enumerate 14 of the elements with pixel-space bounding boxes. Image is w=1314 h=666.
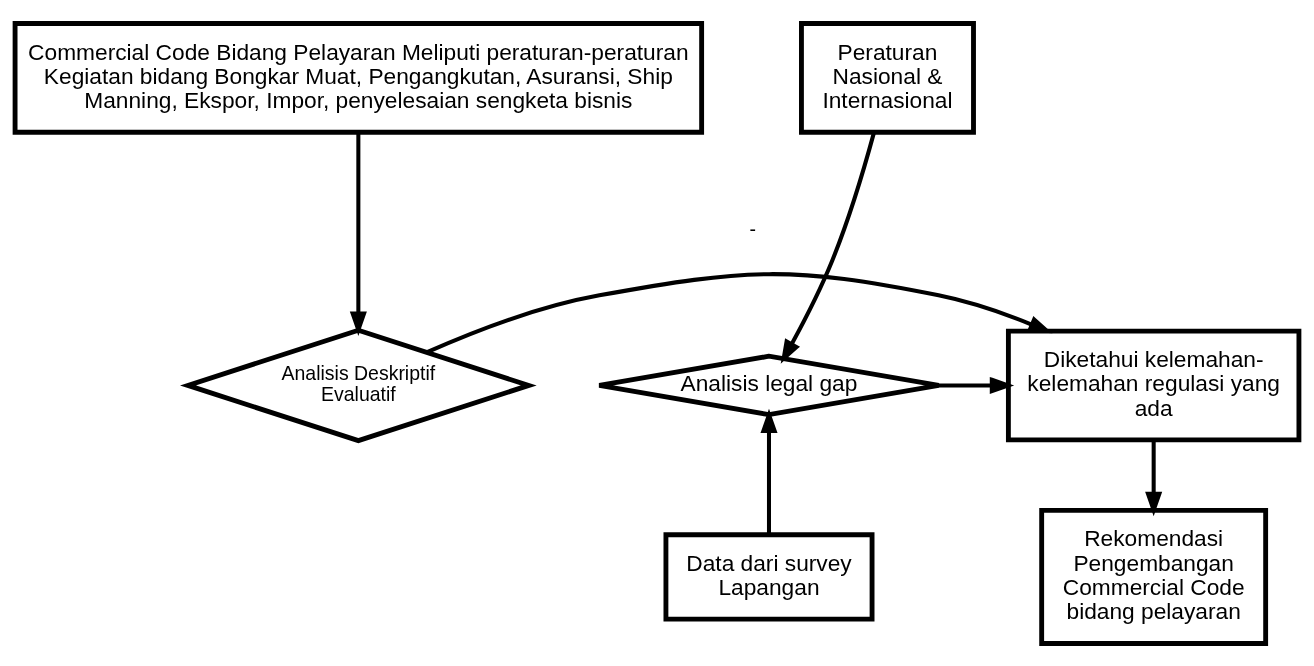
arrow: [426, 271, 1053, 354]
node-box: Commercial Code Bidang Pelayaran Meliputi peraturan-peraturan Kegiatan bidang Bongkar Muat, Pengangkutan, Asuransi, Ship Manning, Ekspor, Impor, penyelesaian sengketa bisnis: [12, 20, 705, 135]
node-box: Rekomendasi Pengembangan Commercial Code bidang pelayaran: [1039, 507, 1269, 646]
arrow: [349, 132, 367, 336]
arrow: [938, 376, 1015, 394]
label: -: [749, 217, 756, 240]
node-box: Diketahui kelemahan-kelemahan regulasi yang ada: [1005, 328, 1302, 442]
node-box: Peraturan Nasional & Internasional: [799, 20, 976, 135]
node-diamond: Analisis legal gap: [596, 353, 942, 417]
arrow: [760, 408, 778, 534]
arrow: [780, 131, 876, 364]
node-box: Data dari survey Lapangan: [663, 531, 875, 622]
arrow: [1145, 439, 1163, 516]
node-diamond: Analisis Deskriptif Evaluatif: [180, 327, 537, 443]
